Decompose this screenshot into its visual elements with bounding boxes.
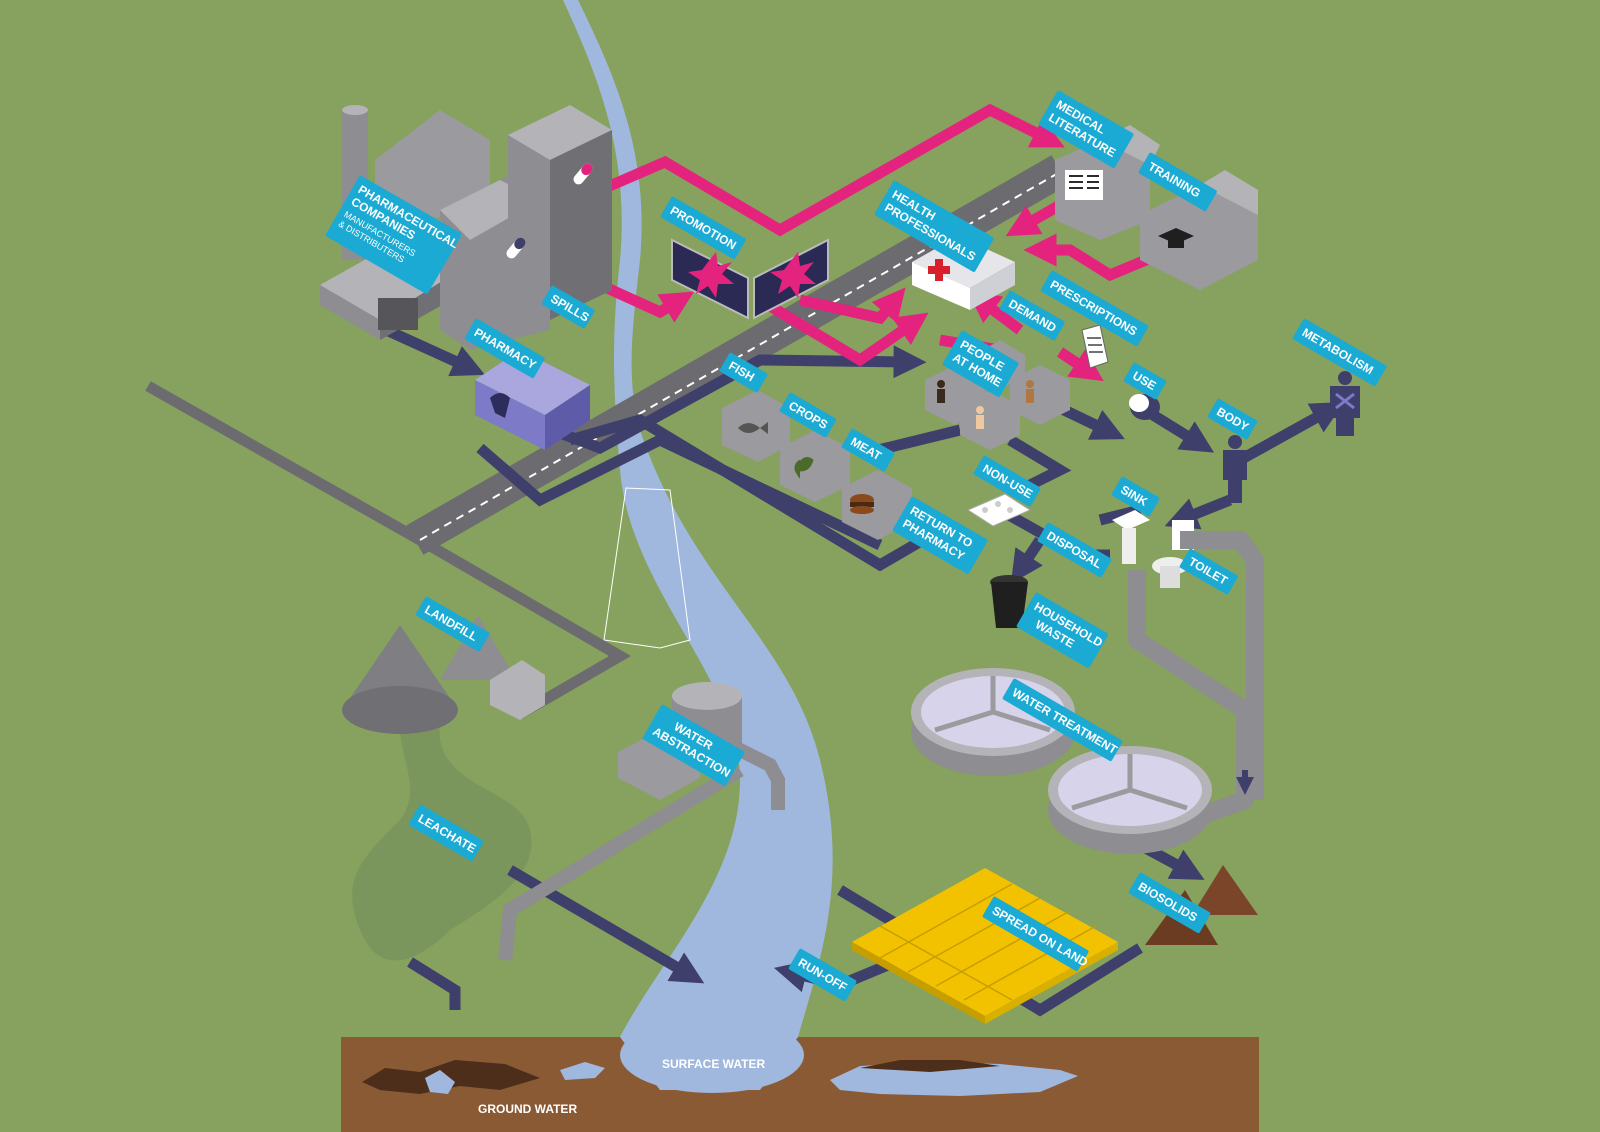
water-treatment-tanks <box>911 668 1212 854</box>
surface-water-label: SURFACE WATER <box>662 1057 765 1071</box>
landfill-mounds <box>342 615 545 734</box>
label-household-waste: HOUSEHOLD WASTE <box>1016 592 1109 669</box>
burger-icon <box>850 494 874 514</box>
metabolism-label: METABOLISM <box>1300 325 1376 377</box>
ground-water-label: GROUND WATER <box>478 1102 577 1116</box>
prescription-icon <box>1082 325 1108 368</box>
sink-icon <box>1112 510 1150 564</box>
label-body: BODY <box>1207 398 1258 440</box>
surface-water-pool <box>620 1017 804 1093</box>
metabolism-icon <box>1330 371 1360 436</box>
label-toilet: TOILET <box>1179 548 1238 595</box>
body-icon <box>1223 435 1247 503</box>
